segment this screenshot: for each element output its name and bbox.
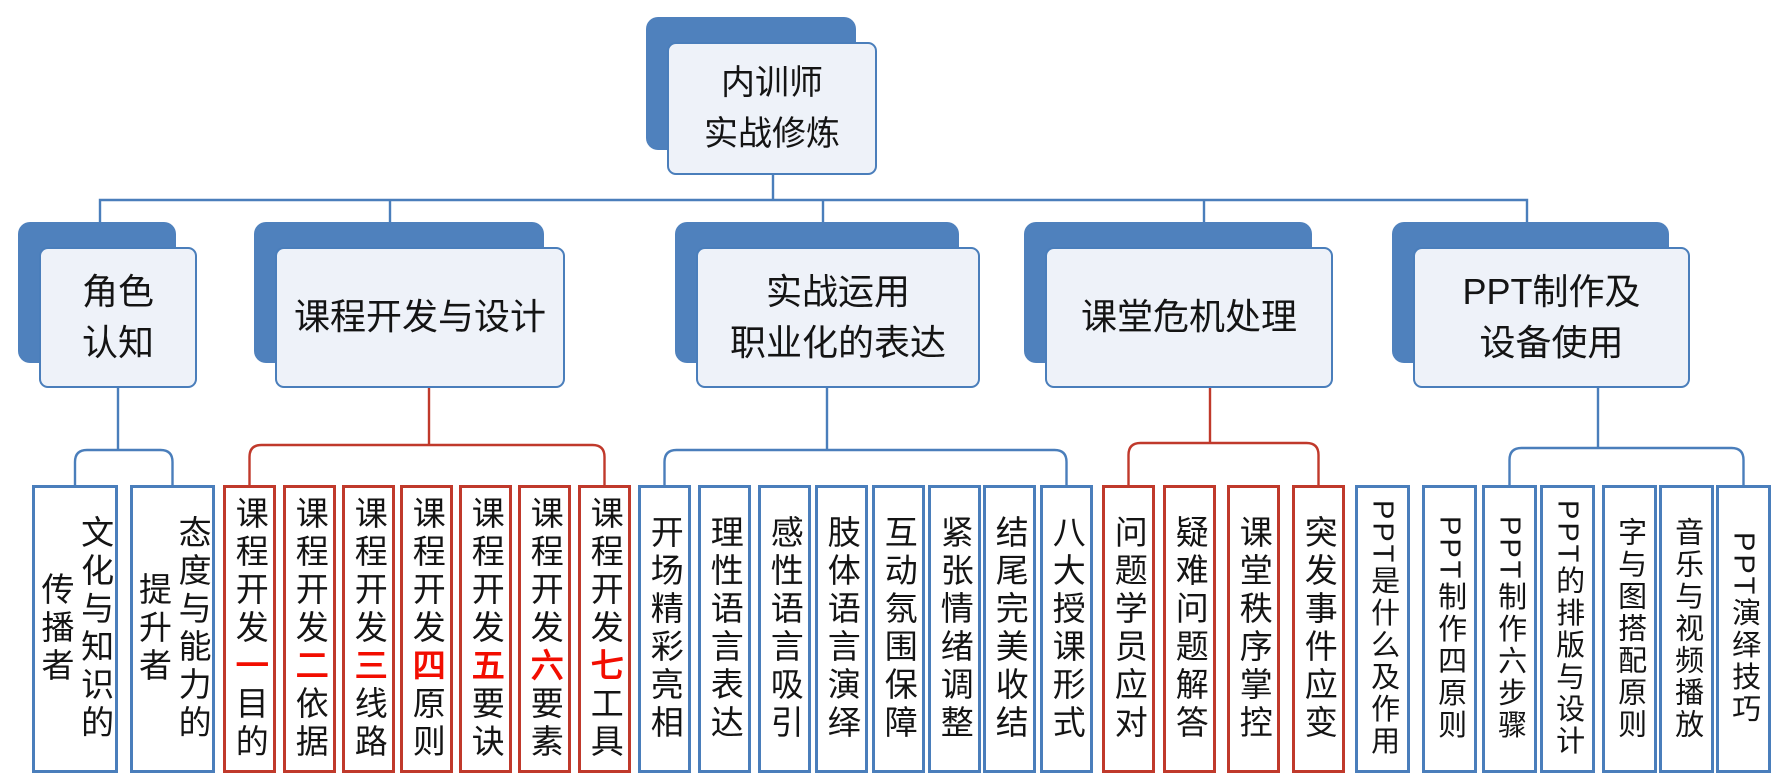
leaf-box: 课程开发三线路 bbox=[342, 485, 395, 773]
branch-node-label: PPT制作及 设备使用 bbox=[1462, 271, 1641, 363]
leaf-label: 课程开发六要素 bbox=[526, 496, 564, 762]
leaf-label: 疑难问题解答 bbox=[1171, 515, 1209, 743]
leaf-label: 态度与能力的 提升者 bbox=[134, 515, 212, 743]
branch-node-label: 实战运用 职业化的表达 bbox=[729, 271, 946, 363]
leaf-box: PPT制作四原则 bbox=[1422, 485, 1477, 773]
leaf-box: PPT是什么及作用 bbox=[1355, 485, 1410, 773]
leaf-label: 突发事件应变 bbox=[1300, 515, 1338, 743]
leaf-label: 课程开发二依据 bbox=[291, 496, 329, 762]
leaf-label: 紧张情绪调整 bbox=[936, 515, 974, 743]
branch-node-label: 角色 认知 bbox=[81, 271, 154, 363]
leaf-label: 开场精彩亮相 bbox=[646, 515, 684, 743]
branch-node-label: 课堂危机处理 bbox=[1080, 296, 1297, 338]
leaf-box: 课程开发六要素 bbox=[518, 485, 571, 773]
leaf-label: 问题学员应对 bbox=[1110, 515, 1148, 743]
leaf-box: 感性语言吸引 bbox=[758, 485, 811, 773]
leaf-label: 互动氛围保障 bbox=[880, 515, 918, 743]
leaf-box: PPT演绎技巧 bbox=[1716, 485, 1771, 773]
leaf-box: 结尾完美收结 bbox=[983, 485, 1036, 773]
leaf-label: PPT的排版与设计 bbox=[1551, 500, 1584, 758]
leaf-box: 肢体语言演绎 bbox=[815, 485, 868, 773]
leaf-label: 课程开发七工具 bbox=[586, 496, 624, 762]
leaf-label: 音乐与视频播放 bbox=[1670, 517, 1703, 741]
leaf-box: 课程开发五要诀 bbox=[459, 485, 512, 773]
leaf-box: 互动氛围保障 bbox=[872, 485, 925, 773]
leaf-label: 课程开发四原则 bbox=[408, 496, 446, 762]
leaf-box: 字与图搭配原则 bbox=[1602, 485, 1657, 773]
leaf-box: 音乐与视频播放 bbox=[1659, 485, 1714, 773]
leaf-box: 文化与知识的 传播者 bbox=[32, 485, 118, 773]
leaf-label: PPT制作四原则 bbox=[1433, 516, 1466, 742]
leaf-box: 问题学员应对 bbox=[1102, 485, 1155, 773]
leaf-box: 课程开发四原则 bbox=[400, 485, 453, 773]
leaf-label: 课程开发一目的 bbox=[231, 496, 269, 762]
leaf-label: 课程开发五要诀 bbox=[467, 496, 505, 762]
leaf-box: 开场精彩亮相 bbox=[638, 485, 691, 773]
leaf-box: PPT制作六步骤 bbox=[1482, 485, 1537, 773]
leaf-label: 理性语言表达 bbox=[706, 515, 744, 743]
leaf-box: 课程开发七工具 bbox=[578, 485, 631, 773]
leaf-box: 突发事件应变 bbox=[1292, 485, 1345, 773]
leaf-box: 课堂秩序掌控 bbox=[1227, 485, 1280, 773]
leaf-label: 八大授课形式 bbox=[1048, 515, 1086, 743]
leaf-box: 八大授课形式 bbox=[1040, 485, 1093, 773]
leaf-box: 紧张情绪调整 bbox=[928, 485, 981, 773]
leaf-label: 结尾完美收结 bbox=[991, 515, 1029, 743]
leaf-box: 态度与能力的 提升者 bbox=[130, 485, 215, 773]
leaf-label: 课堂秩序掌控 bbox=[1235, 515, 1273, 743]
leaf-label: 字与图搭配原则 bbox=[1613, 517, 1646, 741]
leaf-box: 理性语言表达 bbox=[698, 485, 751, 773]
root-node-label: 内训师 实战修炼 bbox=[704, 63, 840, 153]
leaf-box: 课程开发二依据 bbox=[283, 485, 336, 773]
branch-node-label: 课程开发与设计 bbox=[293, 296, 546, 338]
leaf-label: 肢体语言演绎 bbox=[823, 515, 861, 743]
leaf-box: PPT的排版与设计 bbox=[1540, 485, 1595, 773]
leaf-box: 疑难问题解答 bbox=[1163, 485, 1216, 773]
leaf-label: 文化与知识的 传播者 bbox=[37, 515, 114, 743]
leaf-label: PPT演绎技巧 bbox=[1727, 532, 1760, 726]
leaf-label: PPT制作六步骤 bbox=[1493, 516, 1526, 742]
leaf-label: 课程开发三线路 bbox=[350, 496, 388, 762]
leaf-label: 感性语言吸引 bbox=[766, 515, 804, 743]
leaf-label: PPT是什么及作用 bbox=[1366, 500, 1399, 758]
leaf-box: 课程开发一目的 bbox=[223, 485, 276, 773]
